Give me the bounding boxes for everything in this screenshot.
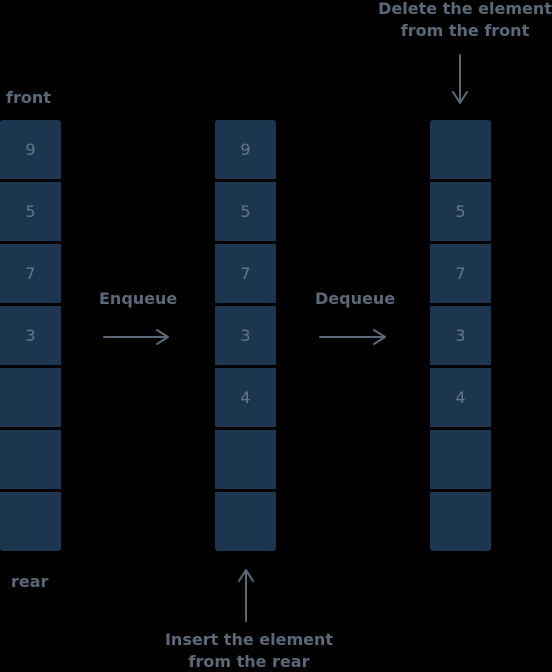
- insert-annotation: Insert the element from the rear: [157, 629, 341, 672]
- queue-after-enqueue: 9 5 7 3 4: [215, 120, 276, 551]
- queue-cell: [0, 492, 61, 551]
- queue-cell: 9: [215, 120, 276, 179]
- delete-annotation: Delete the element from the front: [374, 0, 552, 42]
- queue-cell: 5: [215, 182, 276, 241]
- queue-cell: 4: [430, 368, 491, 427]
- queue-cell: 7: [215, 244, 276, 303]
- queue-cell: 3: [215, 306, 276, 365]
- insert-annotation-line2: from the rear: [188, 652, 310, 671]
- insert-annotation-line1: Insert the element: [164, 630, 334, 649]
- queue-cell: 3: [0, 306, 61, 365]
- queue-cell: [0, 368, 61, 427]
- enqueue-arrow-icon: [103, 329, 169, 345]
- queue-cell: 9: [0, 120, 61, 179]
- delete-down-arrow-icon: [452, 54, 468, 104]
- queue-cell: [430, 430, 491, 489]
- queue-initial: 9 5 7 3: [0, 120, 61, 551]
- queue-cell: [430, 492, 491, 551]
- queue-cell: [215, 492, 276, 551]
- queue-cell: [430, 120, 491, 179]
- dequeue-label: Dequeue: [315, 289, 396, 308]
- queue-cell: 7: [430, 244, 491, 303]
- enqueue-label: Enqueue: [99, 289, 178, 308]
- queue-cell: 5: [430, 182, 491, 241]
- queue-cell: [0, 430, 61, 489]
- queue-after-dequeue: 5 7 3 4: [430, 120, 491, 551]
- delete-annotation-line2: from the front: [400, 21, 530, 40]
- queue-cell: [215, 430, 276, 489]
- queue-cell: 4: [215, 368, 276, 427]
- queue-cell: 3: [430, 306, 491, 365]
- queue-cell: 7: [0, 244, 61, 303]
- insert-up-arrow-icon: [238, 569, 254, 622]
- front-label: front: [6, 88, 51, 107]
- rear-label: rear: [11, 572, 49, 591]
- delete-annotation-line1: Delete the element: [378, 0, 552, 18]
- queue-cell: 5: [0, 182, 61, 241]
- dequeue-arrow-icon: [319, 329, 386, 345]
